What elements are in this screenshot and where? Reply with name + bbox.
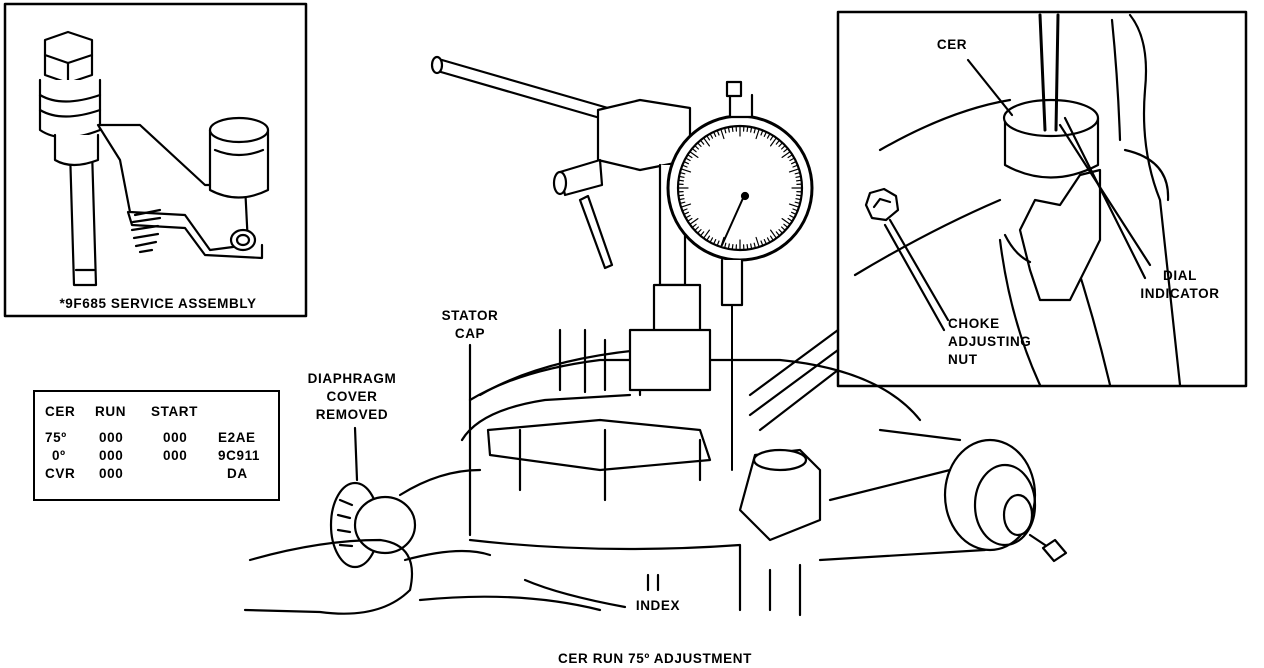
dial-tick [679,180,684,181]
diaphragm-label-line2: COVER [292,388,412,406]
dial-indicator-label: DIAL INDICATOR [1125,267,1235,303]
cer-label: CER [930,36,974,54]
table-row2-col3: 000 [163,448,187,464]
stator-cap-label-line1: STATOR [430,307,510,325]
choke-label-line2: ADJUSTING [948,333,1031,351]
dial-indicator-label-line1: DIAL [1125,267,1235,285]
table-row1-col1: 75º [45,430,67,446]
table-row3-col1: CVR [45,466,75,482]
service-assembly-inset [5,4,306,316]
dial-indicator-label-line2: INDICATOR [1125,285,1235,303]
service-assembly-caption: *9F685 SERVICE ASSEMBLY [38,295,278,313]
dial-tick [679,195,684,196]
table-row2-col2: 000 [99,448,123,464]
index-label: INDEX [628,597,688,615]
diaphragm-label-line3: REMOVED [292,406,412,424]
table-row1-col3: 000 [163,430,187,446]
dial-indicator-assembly [432,57,812,470]
cer-detail-inset [838,12,1246,386]
table-row1-col4: E2AE [218,430,256,446]
dial-tick [797,180,802,181]
choke-label-line3: NUT [948,351,1031,369]
dial-tick [747,245,748,250]
dial-tick [747,127,748,132]
stator-cap-label: STATOR CAP [430,307,510,343]
table-row3-col2: 000 [99,466,123,482]
diaphragm-cover-removed-label: DIAPHRAGM COVER REMOVED [292,370,412,424]
table-row3-col4: DA [227,466,248,482]
calibration-code-table: CER RUN START 75º 000 000 E2AE 0º 000 00… [33,390,280,501]
dial-tick [732,127,733,132]
choke-label-line1: CHOKE [948,315,1031,333]
figure-caption: CER RUN 75º ADJUSTMENT [500,650,810,668]
choke-adjusting-nut-label: CHOKE ADJUSTING NUT [948,315,1031,369]
table-header-cer: CER [45,404,75,420]
dial-tick [797,195,802,196]
stator-cap-label-line2: CAP [430,325,510,343]
table-row1-col2: 000 [99,430,123,446]
dial-tick [732,245,733,250]
table-row2-col4: 9C911 [218,448,260,464]
diaphragm-label-line1: DIAPHRAGM [292,370,412,388]
table-row2-col1: 0º [52,448,66,464]
table-header-start: START [151,404,198,420]
table-header-run: RUN [95,404,126,420]
